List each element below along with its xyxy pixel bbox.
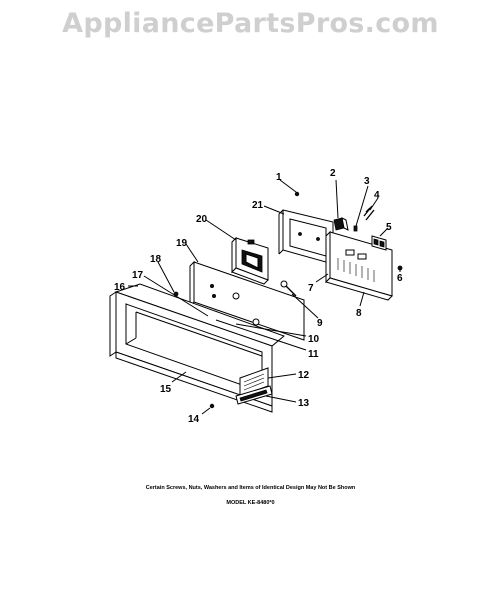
callout-15: 15 bbox=[160, 384, 172, 395]
callout-13: 13 bbox=[298, 398, 310, 409]
callout-2: 2 bbox=[330, 168, 336, 179]
callout-5: 5 bbox=[386, 222, 392, 233]
part-13-bar bbox=[235, 385, 273, 405]
callout-11: 11 bbox=[308, 349, 319, 360]
callout-21: 21 bbox=[252, 200, 264, 211]
callout-3: 3 bbox=[364, 176, 370, 187]
callout-20: 20 bbox=[196, 214, 208, 225]
part-12-strip bbox=[239, 367, 269, 397]
part-3-clip bbox=[353, 225, 358, 232]
callout-14: 14 bbox=[188, 414, 200, 425]
model-number: MODEL KE-8480*0 bbox=[226, 500, 275, 506]
part-21-bracket bbox=[278, 209, 334, 265]
callout-17: 17 bbox=[132, 270, 144, 281]
leader-lines bbox=[128, 179, 401, 415]
part-5-terminal-block bbox=[371, 235, 387, 251]
part-8-back-panel bbox=[325, 230, 393, 301]
callout-7: 7 bbox=[308, 283, 314, 294]
callout-9: 9 bbox=[317, 318, 323, 329]
part-20-control-module bbox=[231, 236, 269, 285]
callout-4: 4 bbox=[374, 190, 380, 201]
callout-18: 18 bbox=[150, 254, 162, 265]
part-14-screw bbox=[209, 403, 215, 409]
callout-labels: 1 2 3 4 5 6 7 8 9 10 11 12 13 14 15 16 1… bbox=[114, 168, 403, 425]
part-4-spring bbox=[363, 205, 375, 221]
part-1-screw bbox=[294, 191, 300, 197]
diagram-caption: Certain Screws, Nuts, Washers and Items … bbox=[145, 485, 356, 491]
part-2-component bbox=[333, 217, 349, 231]
part-6-screw bbox=[397, 265, 403, 271]
callout-8: 8 bbox=[356, 308, 362, 319]
callout-19: 19 bbox=[176, 238, 188, 249]
part-9-screw bbox=[280, 280, 297, 297]
callout-6: 6 bbox=[397, 273, 403, 284]
callout-16: 16 bbox=[114, 282, 126, 293]
callout-10: 10 bbox=[308, 334, 320, 345]
part-15-front-trim bbox=[109, 283, 285, 413]
callout-1: 1 bbox=[276, 172, 282, 183]
callout-12: 12 bbox=[298, 370, 310, 381]
watermark: AppliancePartsPros.com bbox=[62, 8, 439, 39]
part-19-control-panel bbox=[189, 260, 305, 341]
